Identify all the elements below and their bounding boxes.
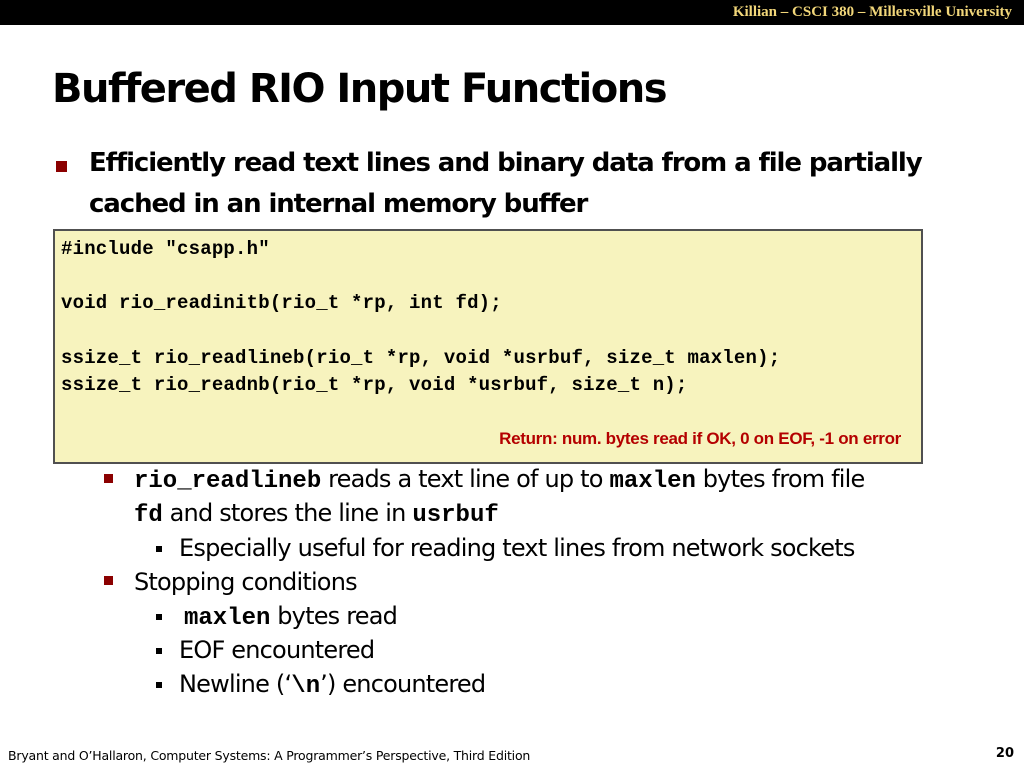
header-bar: Killian – CSCI 380 – Millersville Univer…	[0, 0, 1024, 25]
page-number: 20	[995, 746, 1014, 761]
sub-bullet-square-icon	[104, 576, 113, 585]
main-bullet-line-2: cached in an internal memory buffer	[89, 189, 588, 219]
stop-cond-eof: EOF encountered	[179, 636, 375, 664]
sub1-text3: and stores the line in	[162, 499, 413, 527]
sub1-text2: bytes from file	[695, 465, 866, 493]
sub-bullet-readlineb-line1: rio_readlineb reads a text line of up to…	[134, 463, 865, 498]
code-usrbuf: usrbuf	[412, 502, 499, 529]
subsub-bullet-icon	[156, 648, 162, 654]
subsub-bullet-icon	[156, 546, 162, 552]
subsub-bullet-icon	[156, 614, 162, 620]
stop-cond-maxlen-text: bytes read	[270, 602, 398, 630]
return-note: Return: num. bytes read if OK, 0 on EOF,…	[499, 429, 901, 448]
main-bullet-text: Efficiently read text lines and binary d…	[89, 143, 982, 225]
newline-suffix: ’) encountered	[320, 670, 486, 698]
footer-citation: Bryant and O’Hallaron, Computer Systems:…	[8, 748, 531, 763]
bullet-square-icon	[56, 161, 67, 172]
code-line-readlineb: ssize_t rio_readlineb(rio_t *rp, void *u…	[61, 347, 781, 369]
header-text: Killian – CSCI 380 – Millersville Univer…	[732, 4, 1012, 20]
code-box: #include "csapp.h" void rio_readinitb(ri…	[53, 229, 923, 464]
code-line-readinitb: void rio_readinitb(rio_t *rp, int fd);	[61, 292, 502, 314]
subsub-bullet-icon	[156, 682, 162, 688]
main-bullet-line-1: Efficiently read text lines and binary d…	[89, 148, 923, 178]
main-bullet: Efficiently read text lines and binary d…	[52, 143, 982, 225]
stop-cond-newline: Newline (‘\n’) encountered	[179, 668, 486, 703]
code-line-readnb: ssize_t rio_readnb(rio_t *rp, void *usrb…	[61, 374, 688, 396]
code-newline: \n	[291, 673, 321, 700]
slide-title: Buffered RIO Input Functions	[52, 66, 668, 112]
stop-cond-maxlen: maxlen bytes read	[184, 600, 398, 635]
sub-bullet-square-icon	[104, 474, 113, 483]
code-maxlen-2: maxlen	[184, 605, 271, 632]
code-line-include: #include "csapp.h"	[61, 238, 270, 260]
subsub-network-sockets: Especially useful for reading text lines…	[179, 534, 855, 562]
code-maxlen: maxlen	[609, 468, 696, 495]
sub-bullet-readlineb-line2: fd and stores the line in usrbuf	[134, 497, 499, 532]
code-fd: fd	[134, 502, 163, 529]
sub-bullet-stopping-conditions: Stopping conditions	[134, 568, 358, 596]
sub1-text1: reads a text line of up to	[321, 465, 610, 493]
code-rio-readlineb: rio_readlineb	[134, 468, 322, 495]
newline-prefix: Newline (‘	[179, 670, 292, 698]
